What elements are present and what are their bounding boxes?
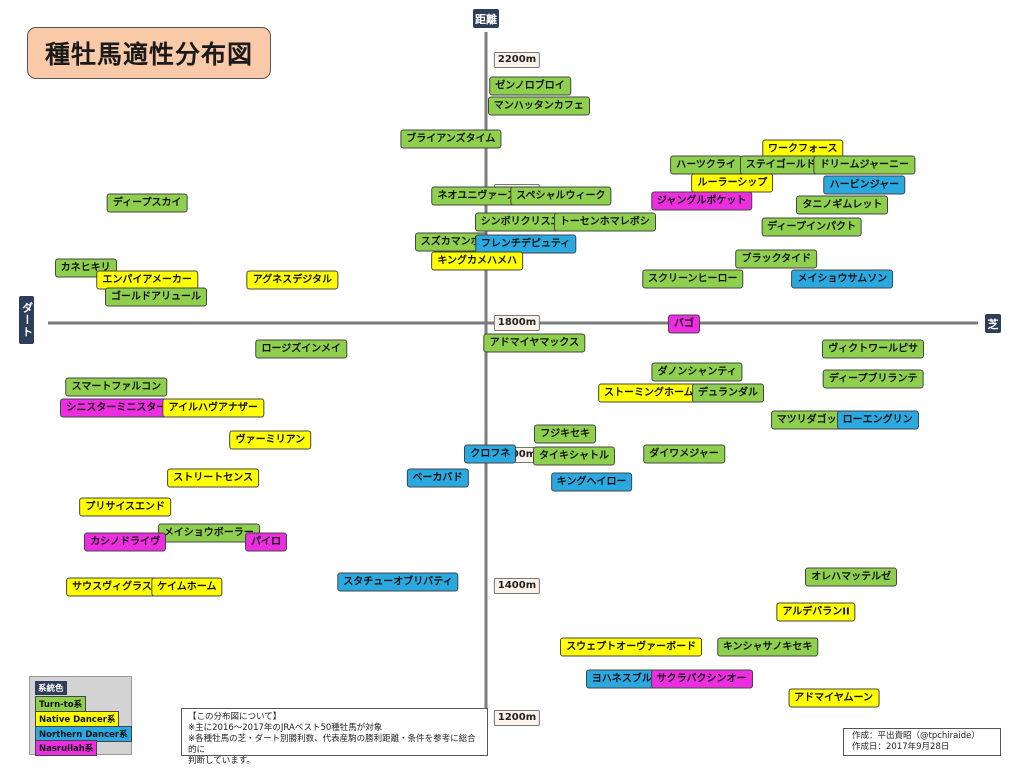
sire-point: ブラックタイド — [735, 249, 818, 269]
sire-point: ベーカバド — [406, 468, 469, 487]
sire-point: バゴ — [668, 314, 700, 334]
sire-point: アドマイヤマックス — [483, 333, 586, 353]
axis-label-distance: 距離 — [473, 9, 499, 28]
legend-item-native-dancer: Native Dancer系 — [35, 711, 120, 727]
author-box: 作成：平出貴昭（@tpchiraide） 作成日：2017年9月28日 — [843, 728, 1001, 756]
sire-point: キングヘイロー — [550, 472, 633, 492]
sire-point: ルーラーシップ — [691, 173, 774, 193]
sire-point: サウスヴィグラス — [66, 577, 158, 597]
distance-tick-2200m: 2200m — [493, 52, 541, 68]
sire-point: ディープスカイ — [106, 193, 188, 213]
author-line: 作成：平出貴昭（@tpchiraide） — [852, 731, 980, 741]
sire-point: ディープインパクト — [761, 217, 862, 237]
sire-point: パイロ — [245, 532, 287, 552]
sire-point: ダイワメジャー — [643, 444, 725, 464]
sire-point: ヴィクトワールピサ — [822, 339, 925, 359]
sire-point: スクリーンヒーロー — [642, 269, 744, 289]
sire-point: デュランダル — [692, 383, 764, 403]
sire-point: カシノドライヴ — [84, 532, 167, 552]
sire-point: アイルハヴアナザー — [162, 398, 264, 418]
axis-label-turf: 芝 — [985, 314, 1001, 333]
sire-point: メイショウサムソン — [791, 269, 894, 289]
sire-point: ローエングリン — [836, 410, 919, 430]
sire-point: アルデバランII — [776, 602, 856, 622]
distance-tick-1400m: 1400m — [493, 578, 541, 594]
sire-point: ジャングルポケット — [650, 191, 753, 211]
sire-point: スペシャルウィーク — [510, 186, 612, 206]
sire-point: クロフネ — [464, 444, 517, 464]
note-line: 判断しています。 — [188, 756, 255, 766]
sire-point: マンハッタンカフェ — [487, 96, 590, 116]
sire-point: ストリートセンス — [167, 468, 260, 487]
sire-point: スタチューオブリバティ — [337, 572, 459, 592]
sire-point: オレハマッテルゼ — [805, 567, 898, 587]
legend-item-turn-to: Turn-to系 — [35, 696, 87, 712]
sire-point: タニノギムレット — [796, 195, 889, 215]
sire-point: フジキセキ — [534, 424, 597, 444]
sire-point: シニスターミニスター — [60, 398, 173, 418]
sire-point: マツリダゴッホ — [770, 410, 853, 430]
sire-point: ディープブリランテ — [822, 369, 924, 389]
sire-point: ストーミングホーム — [597, 383, 700, 403]
sire-point: アドマイヤムーン — [788, 688, 880, 708]
sire-point: ゼンノロブロイ — [489, 76, 571, 96]
about-note: 【この分布図について】 ※主に2016～2017年のJRAベスト50種牡馬が対象… — [181, 708, 488, 766]
sire-point: ケイムホーム — [151, 577, 223, 597]
sire-point: キングカメハメハ — [431, 251, 524, 271]
sire-point: シンボリクリスエス — [474, 212, 577, 232]
created-date: 作成日：2017年9月28日 — [852, 742, 950, 752]
sire-point: ハービンジャー — [823, 175, 906, 195]
distance-tick-1800m: 1800m — [493, 315, 541, 331]
sire-point: アグネスデジタル — [246, 270, 339, 290]
distance-tick-1200m: 1200m — [493, 709, 541, 726]
sire-point: ステイゴールド — [739, 155, 822, 175]
sire-point: タイキシャトル — [533, 446, 615, 466]
legend-title: 系統色 — [35, 681, 67, 695]
note-line: ※各種牡馬の芝・ダート別勝利数、代表産駒の勝利距離・条件を参考に総合的に — [188, 734, 476, 755]
sire-point: ヴァーミリアン — [229, 430, 312, 450]
sire-point: サクラバクシンオー — [650, 669, 753, 689]
sire-point: プリサイスエンド — [79, 497, 172, 517]
chart-title: 種牡馬適性分布図 — [27, 27, 271, 79]
sire-point: ロージズインメイ — [255, 339, 347, 359]
sire-point: ダノンシャンティ — [651, 362, 743, 382]
sire-point: トーセンホマレボシ — [553, 212, 656, 232]
sire-point: スマートファルコン — [65, 377, 168, 397]
sire-point: キンシャサノキセキ — [716, 637, 819, 657]
sire-point: ブライアンズタイム — [400, 129, 502, 149]
sire-point: ハーツクライ — [670, 155, 742, 175]
note-line: ※主に2016～2017年のJRAベスト50種牡馬が対象 — [188, 723, 383, 733]
sire-point: スウェプトオーヴァーボード — [560, 637, 703, 657]
sire-point: ドリームジャーニー — [813, 155, 915, 175]
lineage-legend: 系統色 Turn-to系 Native Dancer系 Northern Dan… — [29, 676, 132, 756]
sire-point: ゴールドアリュール — [105, 287, 207, 307]
sire-point: フレンチデピュティ — [474, 234, 577, 254]
legend-item-nasrullah: Nasrullah系 — [35, 740, 98, 756]
axis-label-dirt-text: ダート — [20, 302, 34, 338]
note-heading: 【この分布図について】 — [188, 712, 282, 722]
axis-label-dirt: ダート — [19, 296, 34, 344]
